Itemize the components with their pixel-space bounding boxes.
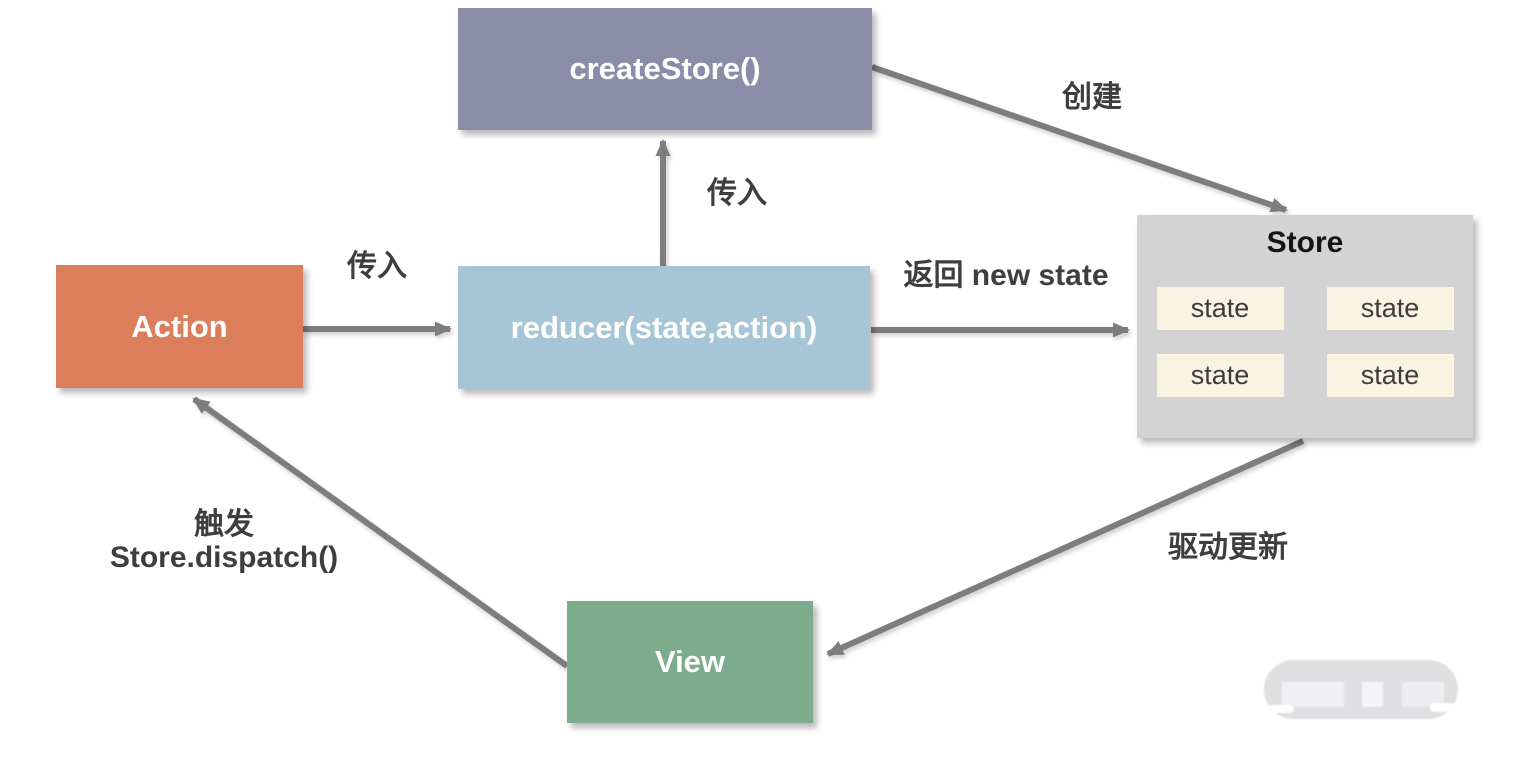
arrow-view-to-action [192,396,569,669]
node-reducer-label: reducer(state,action) [510,309,818,345]
edge-label-create: 创建 [1062,81,1122,114]
node-action-label: Action [131,308,228,344]
node-create-store-label: createStore() [569,51,761,86]
watermark [1264,660,1458,719]
arrow-store-to-view [826,438,1305,657]
edge-label-dispatch: 触发 Store.dispatch() [110,508,338,574]
store-title: Store [1266,226,1344,259]
arrow-create-store-to-store [871,64,1288,213]
node-reducer: reducer(state,action) [458,266,870,389]
watermark-block [1282,682,1344,707]
node-action: Action [56,265,303,388]
state-chip: state [1156,354,1284,397]
edge-label-drive-update: 驱动更新 [1168,531,1288,564]
store-state-grid: state state state state [1137,287,1473,397]
edge-label-dispatch-line2: Store.dispatch() [109,541,339,574]
edge-label-pass-in-reducer-to-create-store: 传入 [707,177,767,210]
edge-label-dispatch-line1: 触发 [193,508,254,541]
watermark-streak [1266,705,1294,713]
node-view-label: View [654,644,726,679]
watermark-streak [1430,703,1456,712]
edge-label-return-new-state: 返回 new state [903,259,1109,292]
node-view: View [567,601,813,723]
state-chip: state [1326,287,1454,330]
watermark-block [1362,682,1383,707]
node-create-store: createStore() [458,8,872,130]
watermark-block [1402,682,1444,707]
edge-label-pass-in-action-to-reducer: 传入 [347,250,407,283]
state-chip: state [1326,354,1454,397]
node-store: Store state state state state [1137,215,1473,438]
state-chip: state [1156,287,1284,330]
